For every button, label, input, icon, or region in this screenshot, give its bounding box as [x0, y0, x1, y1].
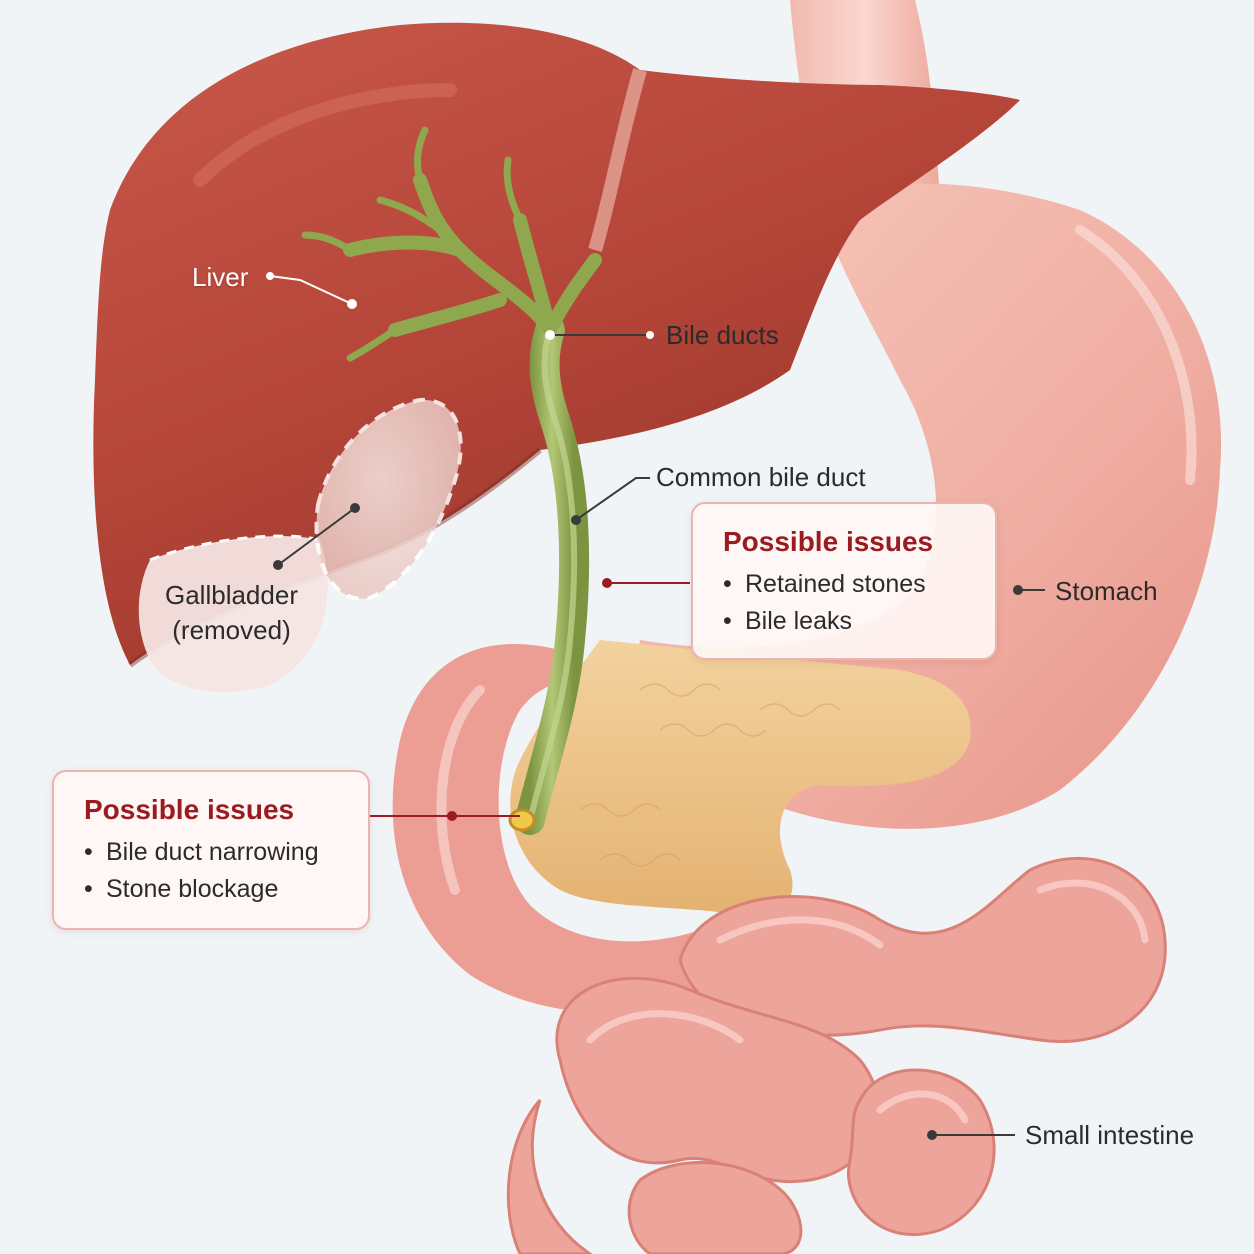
callout-lower-item: Bile duct narrowing [84, 838, 342, 867]
small-intestine [506, 856, 1167, 1254]
small-intestine-label: Small intestine [1025, 1120, 1195, 1150]
callout-upper-item: Retained stones [723, 570, 969, 599]
callout-upper: Possible issues Retained stones Bile lea… [691, 502, 997, 660]
callout-lower-list: Bile duct narrowing Stone blockage [84, 838, 342, 904]
callout-upper-item: Bile leaks [723, 607, 969, 636]
gallbladder-label-line2: (removed) [172, 615, 291, 646]
callout-upper-title: Possible issues [723, 526, 934, 557]
callout-lower-item: Stone blockage [84, 875, 342, 904]
bile-duct-tree [301, 126, 602, 835]
gallbladder-ghost [138, 536, 328, 692]
duodenum [392, 644, 700, 1013]
common-bile-duct-label: Common bile duct [656, 462, 866, 492]
leader-liver [269, 275, 353, 305]
pancreas [510, 640, 971, 916]
callout-lower: Possible issues Bile duct narrowing Ston… [52, 770, 370, 930]
gallbladder-label-line1: Gallbladder [165, 580, 298, 610]
callout-upper-list: Retained stones Bile leaks [723, 570, 969, 636]
papilla [508, 808, 536, 832]
stomach-label: Stomach [1055, 576, 1158, 606]
leader-common-bile-duct [575, 477, 650, 521]
liver-label: Liver [192, 262, 249, 292]
leader-gallbladder [277, 507, 356, 566]
callout-lower-title: Possible issues [84, 794, 295, 825]
gallbladder-label: Gallbladder (removed) [165, 580, 298, 646]
bile-ducts-label: Bile ducts [666, 320, 779, 350]
gallbladder-outline [314, 397, 463, 601]
